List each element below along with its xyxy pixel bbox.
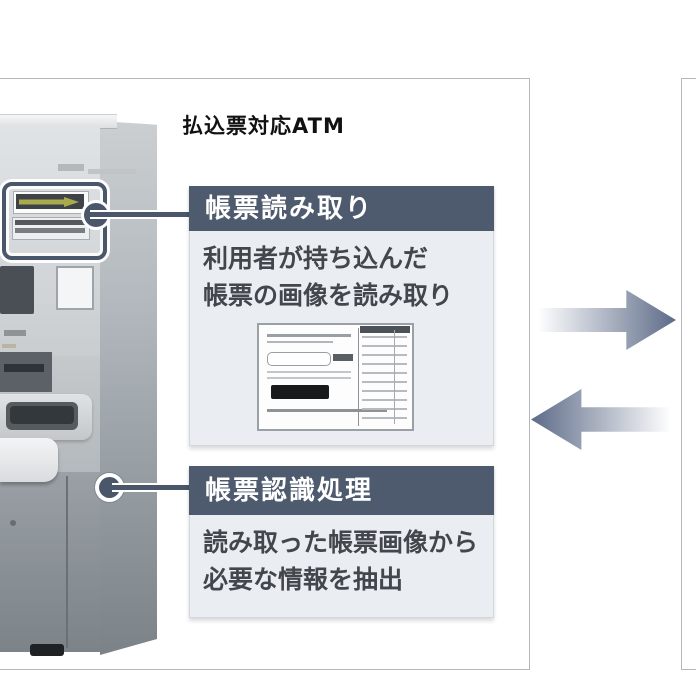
right-arrow-icon [538, 290, 676, 350]
atm-shelf [0, 438, 58, 482]
atm-screen [0, 266, 34, 314]
atm-foot [30, 644, 64, 656]
callout-form-recognition: 帳票認識処理 読み取った帳票画像から 必要な情報を抽出 [189, 466, 494, 618]
slip-divider [358, 328, 359, 426]
slip-slot-lower-bar [15, 220, 85, 225]
slip-amount-mark [333, 354, 353, 361]
atm-receipt-slot [56, 266, 94, 310]
atm-label-mark [4, 330, 26, 336]
payment-slip-thumbnail [257, 323, 414, 431]
callout-body-line: 利用者が持ち込んだ [203, 244, 429, 273]
atm-lower-cabinet [0, 472, 100, 652]
callout-body-line: 読み取った帳票画像から [203, 528, 479, 557]
slip-text-line [267, 334, 351, 337]
callout-form-reading-header: 帳票読み取り [189, 186, 494, 231]
connector-line-1 [90, 212, 192, 217]
atm-side-panel [100, 121, 157, 655]
callout-form-recognition-header: 帳票認識処理 [189, 466, 494, 515]
slip-bottom-line [267, 409, 387, 412]
slip-barcode-blob [271, 385, 329, 399]
atm-label-mark-small [2, 344, 16, 348]
atm-door-lock [10, 520, 16, 526]
slip-amount-box [267, 352, 331, 366]
right-panel-edge [681, 78, 696, 670]
callout-body-line: 帳票の画像を読み取り [203, 281, 454, 310]
connector-line-2 [112, 485, 192, 490]
page-title: 払込票対応ATM [182, 114, 345, 138]
slip-header-band [360, 326, 410, 333]
atm-card-panel [0, 352, 52, 392]
slip-right-divider [394, 330, 395, 424]
slot-insert-arrow-icon [19, 197, 79, 207]
atm-model-label-mark [88, 169, 136, 174]
left-arrow-icon [531, 389, 671, 450]
atm-logo-mark [58, 164, 84, 171]
connector-node-2 [99, 477, 120, 498]
atm-keypad-slot-inner [10, 406, 74, 424]
slip-text-lines [267, 371, 351, 381]
callout-form-recognition-body: 読み取った帳票画像から 必要な情報を抽出 [189, 515, 494, 618]
slip-right-column-rows [362, 336, 407, 422]
slip-text-line [267, 341, 333, 343]
atm-card-slot [4, 364, 44, 372]
slip-slot-lower-bar [15, 228, 85, 233]
atm-door-seam [66, 476, 68, 648]
callout-body-line: 必要な情報を抽出 [203, 565, 404, 594]
